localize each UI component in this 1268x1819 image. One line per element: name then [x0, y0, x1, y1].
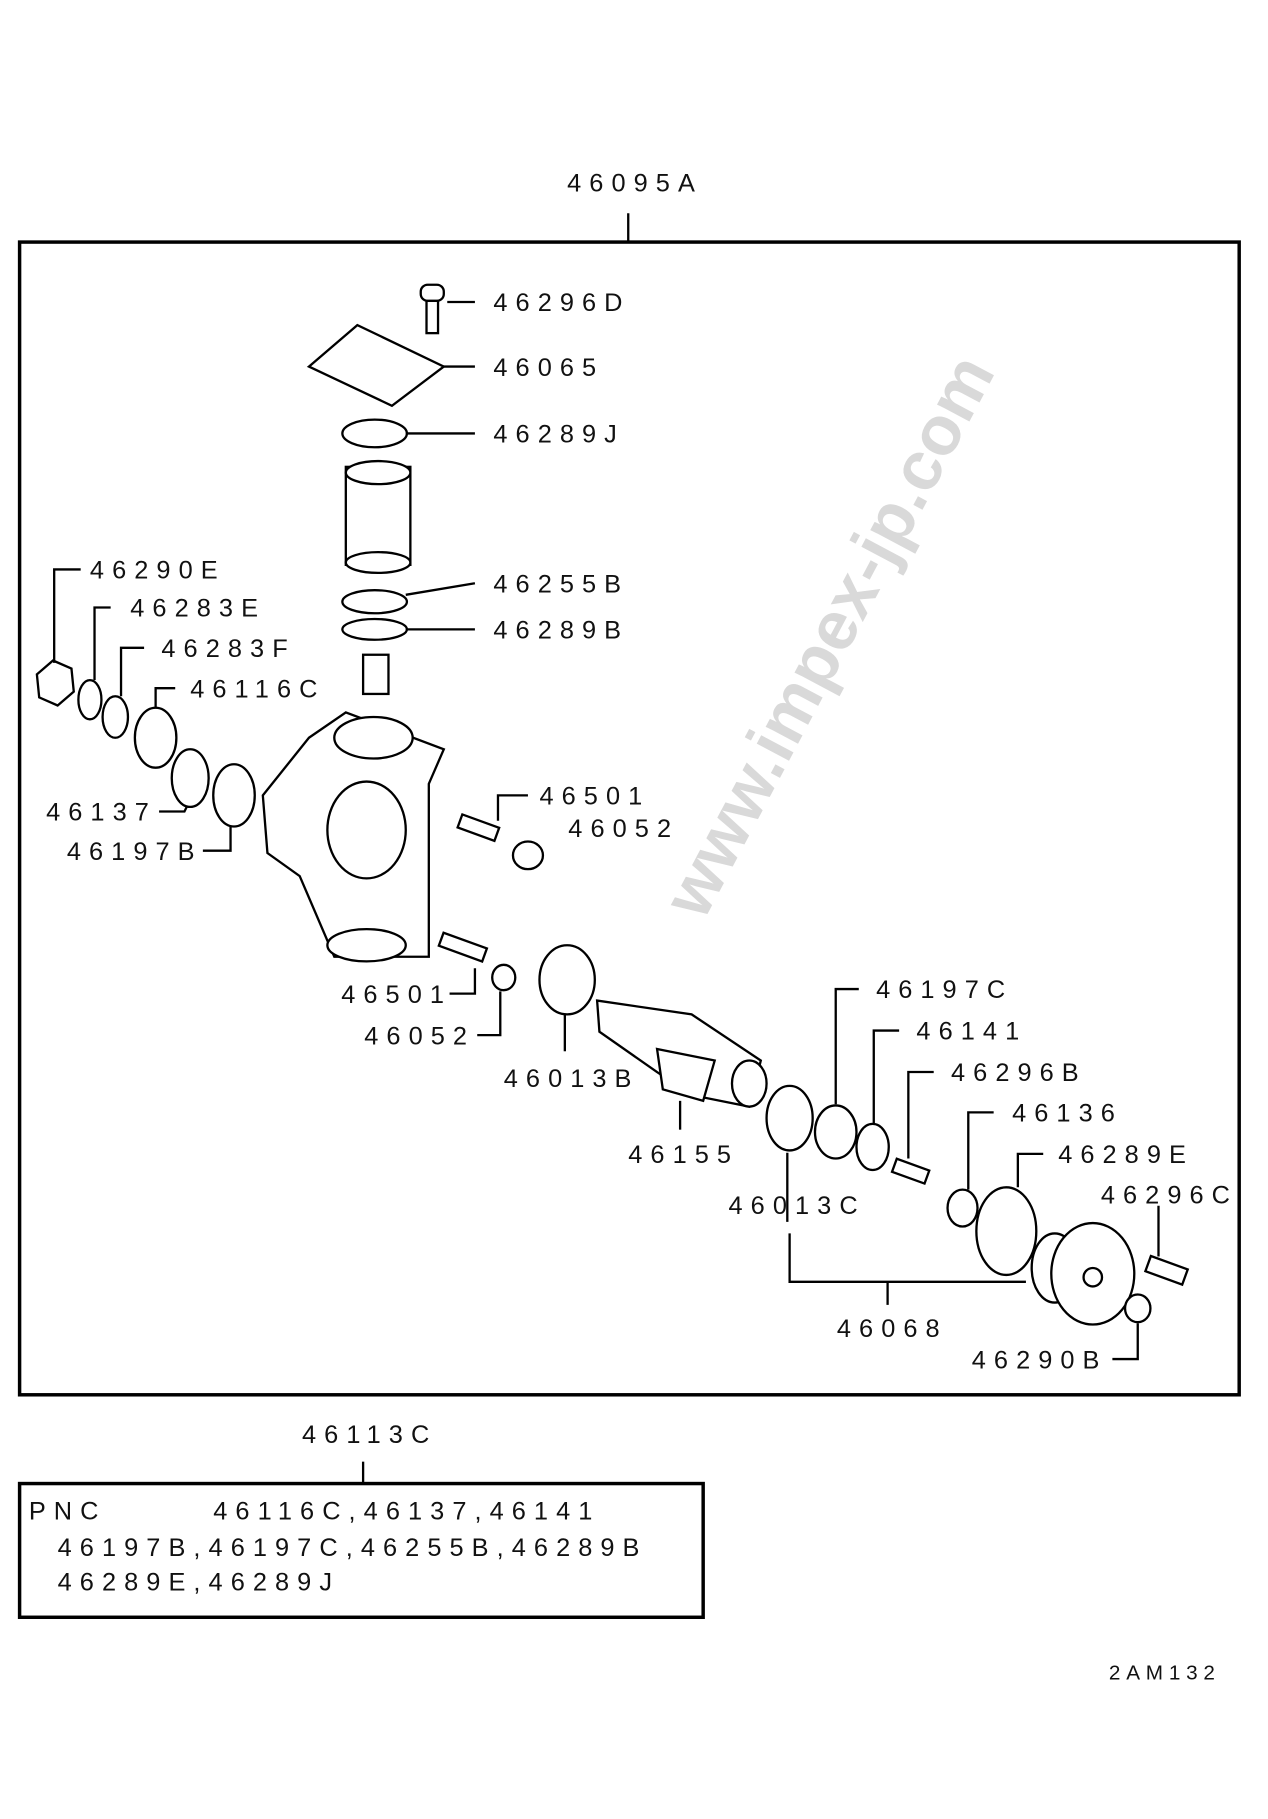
callout-46283F: 46283F: [161, 635, 295, 663]
bearing-part: [538, 944, 596, 1016]
nut-part: [946, 1188, 979, 1228]
adjust-screw-part: [456, 812, 545, 871]
bearing-part: [765, 1084, 814, 1152]
leader-lines: [53, 300, 1160, 1361]
callout-46197B: 46197B: [67, 838, 203, 866]
o-ring-part: [170, 748, 210, 809]
nut-part: [361, 653, 390, 696]
callout-46296B: 46296B: [951, 1059, 1087, 1087]
callout-46197C: 46197C: [876, 976, 1013, 1004]
callout-46013C: 46013C: [729, 1192, 866, 1220]
o-ring-part: [341, 418, 409, 449]
callout-46296D: 46296D: [493, 289, 630, 317]
kit-label: 46113C: [302, 1421, 437, 1449]
callout-46116C: 46116C: [190, 675, 325, 703]
callout-46255B: 46255B: [493, 571, 629, 599]
callout-46155: 46155: [628, 1141, 739, 1169]
seal-ring-part: [341, 589, 409, 615]
figure-id: 2AM132: [1109, 1662, 1221, 1685]
snap-ring-part: [101, 695, 130, 739]
cover-plate-part: [306, 323, 447, 408]
assembly-frame: [17, 240, 1241, 1397]
callout-46052-lower: 46052: [364, 1022, 475, 1050]
o-ring-part: [341, 617, 409, 641]
callout-46289E: 46289E: [1058, 1141, 1194, 1169]
callout-46141: 46141: [916, 1018, 1027, 1046]
gear-housing-part: [261, 711, 446, 963]
watermark: www.impex-jp.com: [647, 342, 1009, 930]
o-ring-part: [855, 1122, 890, 1172]
o-ring-part: [975, 1186, 1038, 1277]
callout-46136: 46136: [1012, 1100, 1123, 1128]
callout-46137: 46137: [46, 799, 157, 827]
bolt-part: [1143, 1254, 1190, 1287]
callout-46289B: 46289B: [493, 617, 629, 645]
bolt-part: [419, 283, 445, 335]
callout-46065: 46065: [493, 354, 604, 382]
sector-shaft-part: [595, 999, 768, 1108]
callout-46296C: 46296C: [1101, 1181, 1238, 1209]
seal-part: [212, 763, 256, 828]
callout-46283E: 46283E: [130, 595, 266, 623]
callout-46068: 46068: [837, 1315, 948, 1343]
callout-46289J: 46289J: [493, 421, 625, 449]
callout-46290B: 46290B: [972, 1346, 1108, 1374]
kit-line-1: 46116C,46137,46141: [213, 1497, 600, 1525]
callout-46290E: 46290E: [90, 557, 226, 585]
kit-box: [17, 1481, 705, 1620]
seal-part: [133, 706, 178, 769]
snap-ring-part: [77, 678, 103, 721]
lock-nut-part: [35, 659, 75, 707]
kit-line-2: 46197B,46197C,46255B,46289B: [58, 1534, 648, 1562]
kit-line-3: 46289E,46289J: [58, 1569, 340, 1597]
assembly-label: 46095A: [567, 169, 703, 197]
valve-body-part: [344, 459, 412, 575]
callout-46052-upper: 46052: [568, 815, 679, 843]
adjust-screw-part: [437, 931, 517, 992]
callout-46501-lower: 46501: [341, 981, 452, 1009]
nut-part: [1123, 1293, 1152, 1324]
callout-46501-upper: 46501: [539, 783, 650, 811]
seal-part: [813, 1104, 858, 1160]
screw-part: [890, 1157, 931, 1186]
side-cover-part: [1030, 1221, 1136, 1326]
callout-46013B: 46013B: [504, 1065, 640, 1093]
kit-pnc-label: PNC: [29, 1497, 107, 1525]
